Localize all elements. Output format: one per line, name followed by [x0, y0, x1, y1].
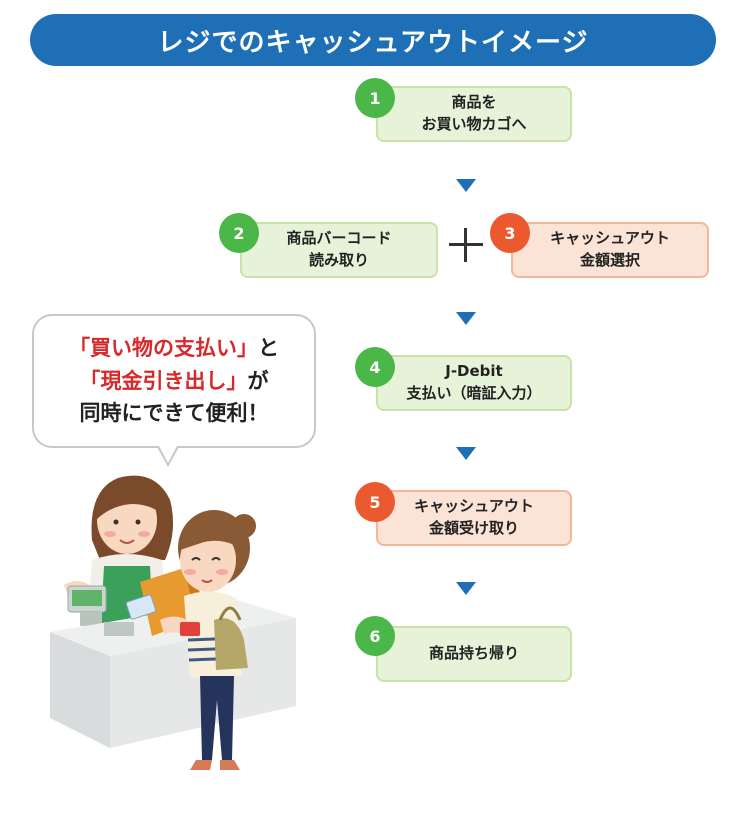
- step-box-2: 商品バーコード 読み取り: [240, 222, 438, 278]
- bubble-line-3: 同時にできて便利！: [79, 401, 269, 426]
- bubble-line-2: 「現金引き出し」が: [34, 365, 314, 398]
- flow-arrow-2: [456, 312, 476, 325]
- step-number-badge-6: 6: [355, 616, 395, 656]
- step-number-badge-2: 2: [219, 213, 259, 253]
- bubble-line-1: 「買い物の支払い」と: [34, 332, 314, 365]
- customer-figure: [125, 510, 256, 770]
- flow-arrow-1: [456, 179, 476, 192]
- step-number-3: 3: [504, 223, 516, 243]
- step-box-4: J-Debit 支払い（暗証入力）: [376, 355, 572, 411]
- step-box-6: 商品持ち帰り: [376, 626, 572, 682]
- step-number-6: 6: [369, 626, 381, 646]
- step-5-line2: 金額受け取り: [428, 519, 519, 537]
- step-number-badge-3: 3: [490, 213, 530, 253]
- step-box-5: キャッシュアウト 金額受け取り: [376, 490, 572, 546]
- step-box-3: キャッシュアウト 金額選択: [511, 222, 709, 278]
- step-number-badge-1: 1: [355, 78, 395, 118]
- step-number-4: 4: [369, 357, 381, 377]
- bubble-emphasis-withdrawal: 「現金引き出し」: [79, 368, 248, 393]
- step-number-badge-4: 4: [355, 347, 395, 387]
- plus-icon: [449, 228, 483, 262]
- step-number-5: 5: [369, 492, 381, 512]
- step-4-line2: 支払い（暗証入力）: [406, 384, 542, 402]
- step-5-line1: キャッシュアウト: [414, 497, 534, 516]
- step-number-badge-5: 5: [355, 482, 395, 522]
- step-2-line1: 商品バーコード: [286, 229, 392, 248]
- speech-bubble: 「買い物の支払い」と 「現金引き出し」が 同時にできて便利！: [32, 314, 316, 448]
- bubble-particle-to: と: [258, 336, 279, 361]
- step-1-line2: お買い物カゴへ: [421, 115, 527, 133]
- step-4-line1: J-Debit: [445, 362, 503, 381]
- bubble-particle-ga: が: [247, 368, 269, 393]
- step-1-line1: 商品を: [451, 93, 497, 112]
- step-number-1: 1: [369, 88, 381, 108]
- step-2-line2: 読み取り: [308, 251, 369, 269]
- speech-bubble-tail-inner: [158, 444, 178, 463]
- step-6-line1: 商品持ち帰り: [428, 644, 519, 663]
- step-number-2: 2: [233, 223, 245, 243]
- flow-arrow-3: [456, 447, 476, 460]
- page-title: レジでのキャッシュアウトイメージ: [30, 14, 716, 66]
- step-3-line2: 金額選択: [579, 251, 640, 269]
- page-title-text: レジでのキャッシュアウトイメージ: [157, 27, 589, 58]
- bubble-emphasis-payment: 「買い物の支払い」: [69, 336, 258, 361]
- flow-arrow-4: [456, 582, 476, 595]
- step-3-line1: キャッシュアウト: [550, 229, 670, 248]
